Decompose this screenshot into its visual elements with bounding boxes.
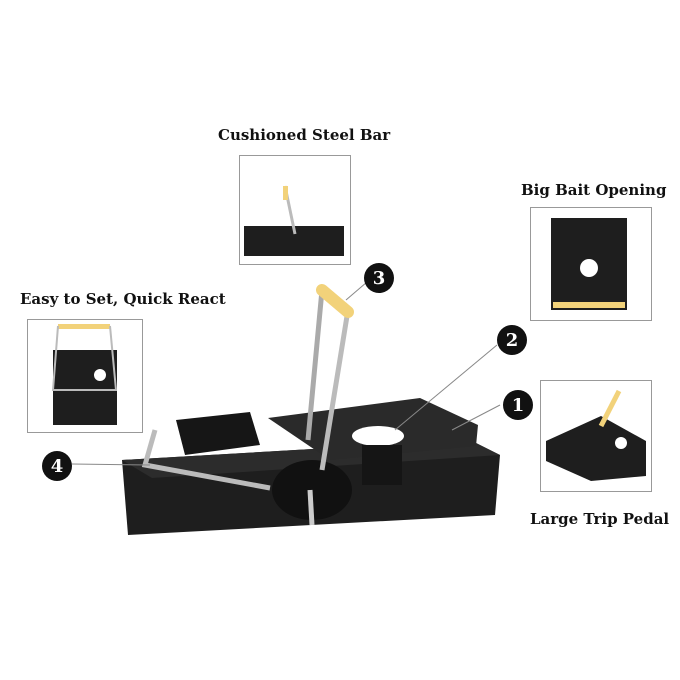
thumbnail-cushioned-steel-bar xyxy=(239,155,351,265)
callout-badge-4: 4 xyxy=(42,451,72,481)
label-big-bait-opening: Big Bait Opening xyxy=(521,181,667,199)
label-easy-to-set: Easy to Set, Quick React xyxy=(20,290,226,308)
label-large-trip-pedal: Large Trip Pedal xyxy=(530,510,670,528)
callout-badge-1: 1 xyxy=(503,390,533,420)
thumbnail-large-trip-pedal xyxy=(540,380,652,492)
label-cushioned-steel-bar: Cushioned Steel Bar xyxy=(218,126,391,144)
callout-badge-2: 2 xyxy=(497,325,527,355)
callout-badge-3: 3 xyxy=(364,263,394,293)
thumbnail-big-bait-opening xyxy=(530,207,652,321)
thumbnail-easy-to-set xyxy=(27,319,143,433)
